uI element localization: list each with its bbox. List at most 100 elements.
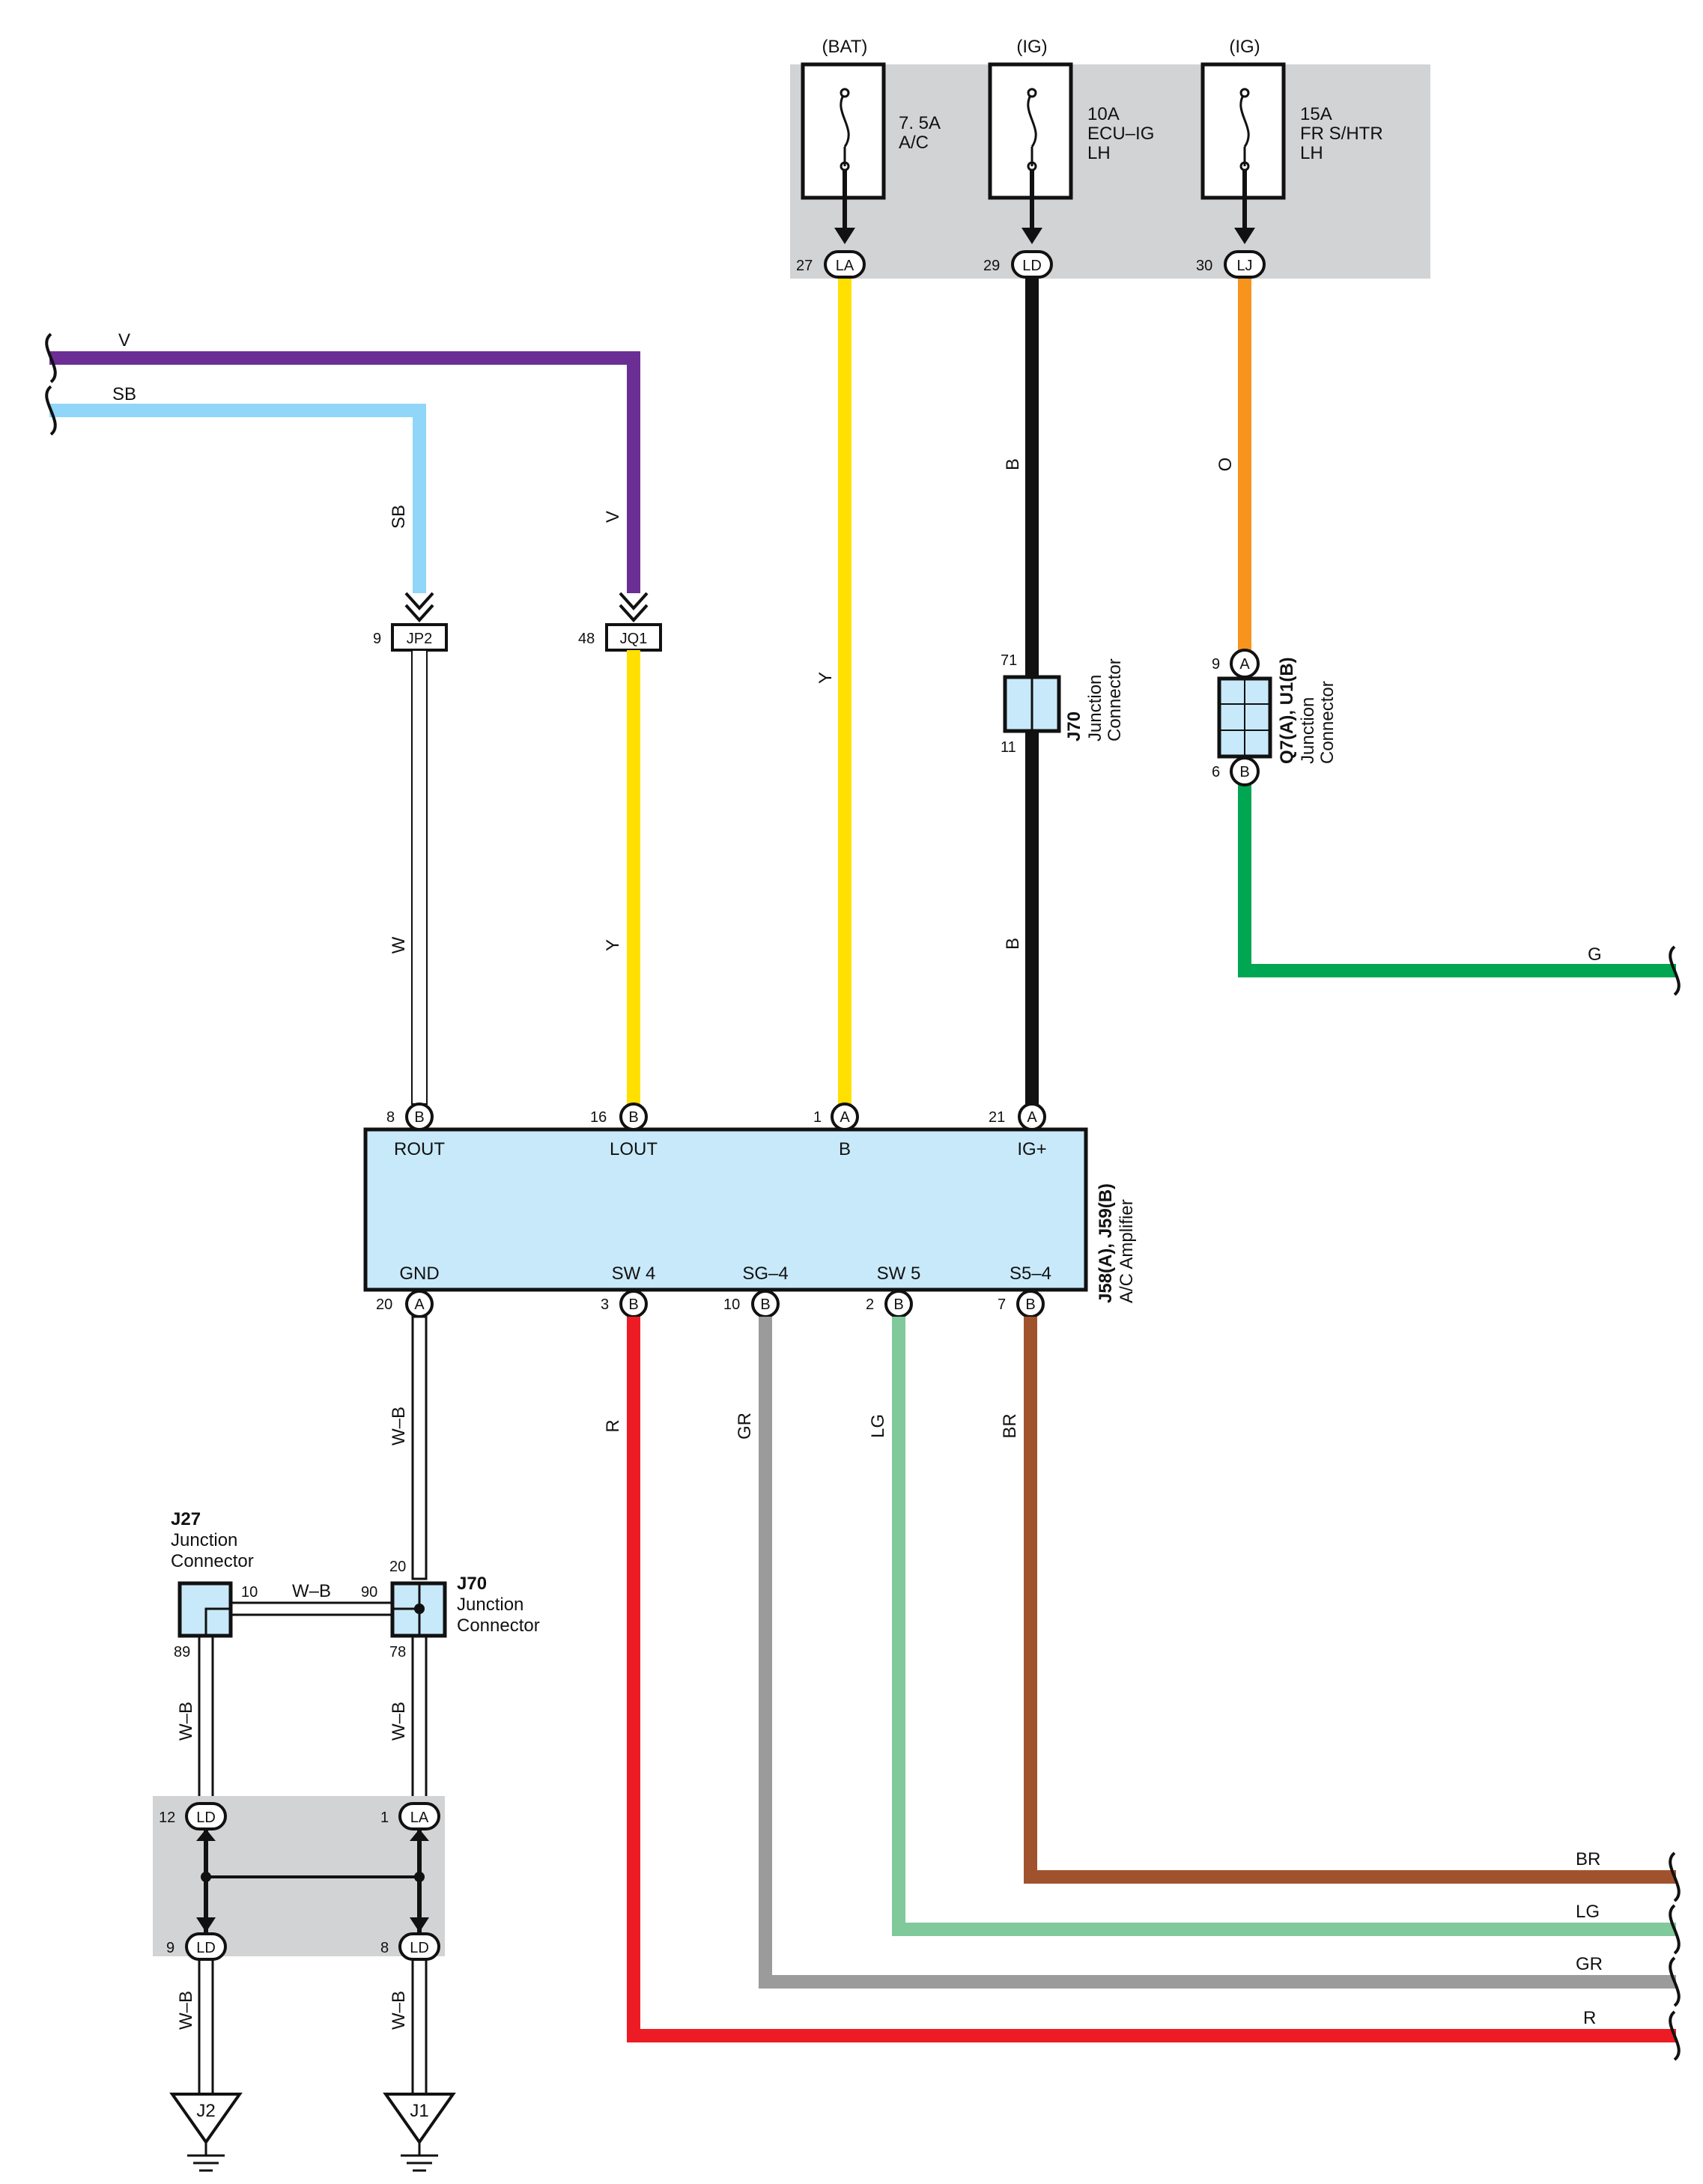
gb-bottom-left-conn: LD [196, 1940, 216, 1956]
label-w: W [389, 936, 409, 953]
amp-pin-lout-num: 16 [590, 1109, 607, 1126]
gb-top-right-pin: 1 [380, 1810, 389, 1826]
ground-junction-block: LD 12 LA 1 LD 9 LD 8 [153, 1796, 445, 1961]
label-lg-right: LG [1576, 1902, 1600, 1922]
label-wb-out-right: W–B [389, 1991, 409, 2030]
q7-line2: Connector [1317, 681, 1338, 764]
amp-pin-s54-num: 7 [998, 1296, 1006, 1313]
amp-pin-ig-label: IG+ [1017, 1139, 1046, 1159]
q7-id: Q7(A), U1(B) [1277, 657, 1297, 764]
label-v: V [118, 330, 130, 351]
wire-gr [759, 1317, 1676, 1989]
break-br [1669, 1851, 1681, 1902]
amp-pin-ig-num: 21 [989, 1109, 1005, 1126]
fuse-ecu-conn: LD [1022, 258, 1042, 274]
amp-pin-b-num: 1 [813, 1109, 822, 1126]
junction-connector-j27: J27 Junction Connector 10 89 W–B [171, 1509, 331, 1660]
fuse-fr-source: (IG) [1229, 37, 1260, 57]
j70-top-line1: Junction [1085, 675, 1105, 741]
fuse-ecu-rating: 10A [1087, 104, 1120, 124]
fuse-ecu-name: ECU–IG [1087, 124, 1154, 144]
wire-sb [49, 404, 426, 593]
fuse-fr-name2: LH [1300, 143, 1323, 163]
j27-id: J27 [171, 1509, 201, 1529]
amp-pin-sw4: SW 4 B 3 [601, 1264, 656, 1318]
fuse-fr-shtr: (IG) 15A FR S/HTR LH 30 LJ [1196, 37, 1383, 279]
amp-pin-sw4-label: SW 4 [612, 1264, 656, 1284]
fuse-ecu-name2: LH [1087, 143, 1111, 163]
amp-pin-lout-conn: B [628, 1109, 638, 1126]
junction-connector-j70-top: 71 11 J70 Junction Connector [1001, 652, 1125, 756]
gb-top-left-conn: LD [196, 1810, 216, 1826]
fuse-ac-name: A/C [899, 133, 929, 153]
fuse-ac-pin: 27 [796, 258, 813, 274]
label-v-vertical: V [603, 511, 623, 523]
q7-pin-top: 9 [1212, 656, 1220, 673]
label-lg: LG [868, 1414, 888, 1438]
amp-pin-lout: B 16 LOUT [590, 1102, 658, 1159]
break-r [1669, 2010, 1681, 2061]
gb-bottom-right-conn: LD [410, 1940, 429, 1956]
amp-pin-sw5-num: 2 [866, 1296, 874, 1313]
jp2-conn: JP2 [407, 631, 432, 647]
j70-bottom-pin-top: 20 [389, 1559, 406, 1575]
j70-bottom-id: J70 [457, 1574, 487, 1594]
amplifier-name: A/C Amplifier [1117, 1199, 1137, 1303]
wire-v [49, 351, 640, 593]
amp-pin-sg4-conn: B [760, 1296, 770, 1313]
jq1-conn: JQ1 [620, 631, 648, 647]
break-g [1669, 945, 1681, 996]
connector-jp2: JP2 9 [373, 592, 448, 652]
j27-line2: Connector [171, 1551, 254, 1571]
break-sb [45, 385, 57, 436]
amp-pin-b-conn: A [840, 1109, 850, 1126]
amp-pin-rout-conn: B [414, 1109, 424, 1126]
j70-top-pin-bottom: 11 [1001, 739, 1016, 756]
j27-pin-right: 10 [241, 1584, 258, 1601]
label-gr: GR [735, 1413, 755, 1440]
junction-connector-j70-bottom: 20 90 78 J70 Junction Connector [361, 1559, 540, 1660]
amp-pin-lout-label: LOUT [610, 1139, 658, 1159]
j27-line1: Junction [171, 1530, 237, 1550]
amp-pin-s54-conn: B [1025, 1296, 1035, 1313]
j70-bottom-pin-left: 90 [361, 1584, 377, 1601]
amp-pin-sw5-conn: B [893, 1296, 903, 1313]
fuse-junction-block [790, 64, 1430, 279]
j70-top-line2: Connector [1105, 658, 1125, 741]
break-v [45, 333, 57, 383]
fuse-ac: (BAT) 7. 5A A/C 27 LA [796, 37, 941, 279]
ground-j1: J1 [383, 2093, 456, 2172]
label-br: BR [1000, 1413, 1020, 1438]
label-b-top: B [1003, 458, 1023, 470]
wire-g [1238, 783, 1676, 977]
amp-pin-b: A 1 B [813, 1102, 859, 1159]
amp-pin-sg4-label: SG–4 [742, 1264, 788, 1284]
label-wb-right: W–B [389, 1702, 409, 1741]
wire-br [1024, 1317, 1676, 1884]
j70-top-pin-top: 71 [1001, 652, 1017, 669]
q7-conn-bottom: B [1239, 764, 1249, 780]
label-y-bat: Y [816, 672, 836, 684]
label-y-lout: Y [603, 939, 623, 951]
fuse-fr-conn: LJ [1236, 258, 1252, 274]
fuse-ecu-ig: (IG) 10A ECU–IG LH 29 LD [983, 37, 1154, 279]
j70-bottom-line2: Connector [457, 1616, 540, 1636]
label-wb-left: W–B [176, 1702, 196, 1741]
j70-bottom-pin-bottom: 78 [389, 1644, 406, 1660]
break-gr [1669, 1956, 1681, 2007]
amp-pin-gnd-num: 20 [376, 1296, 392, 1313]
fuse-fr-name: FR S/HTR [1300, 124, 1383, 144]
q7-conn-top: A [1239, 656, 1250, 673]
j27-link-label: W–B [292, 1581, 331, 1601]
jp2-pin: 9 [373, 631, 381, 647]
gb-top-right-conn: LA [410, 1810, 429, 1826]
label-wb-gnd: W–B [389, 1407, 409, 1446]
label-wb-out-left: W–B [176, 1991, 196, 2030]
fuse-ac-source: (BAT) [822, 37, 868, 57]
j27-pin-bottom: 89 [174, 1644, 190, 1660]
ground-j1-label: J1 [410, 2101, 428, 2121]
jq1-pin: 48 [578, 631, 595, 647]
fuse-fr-rating: 15A [1300, 104, 1332, 124]
wire-lg [892, 1317, 1676, 1936]
